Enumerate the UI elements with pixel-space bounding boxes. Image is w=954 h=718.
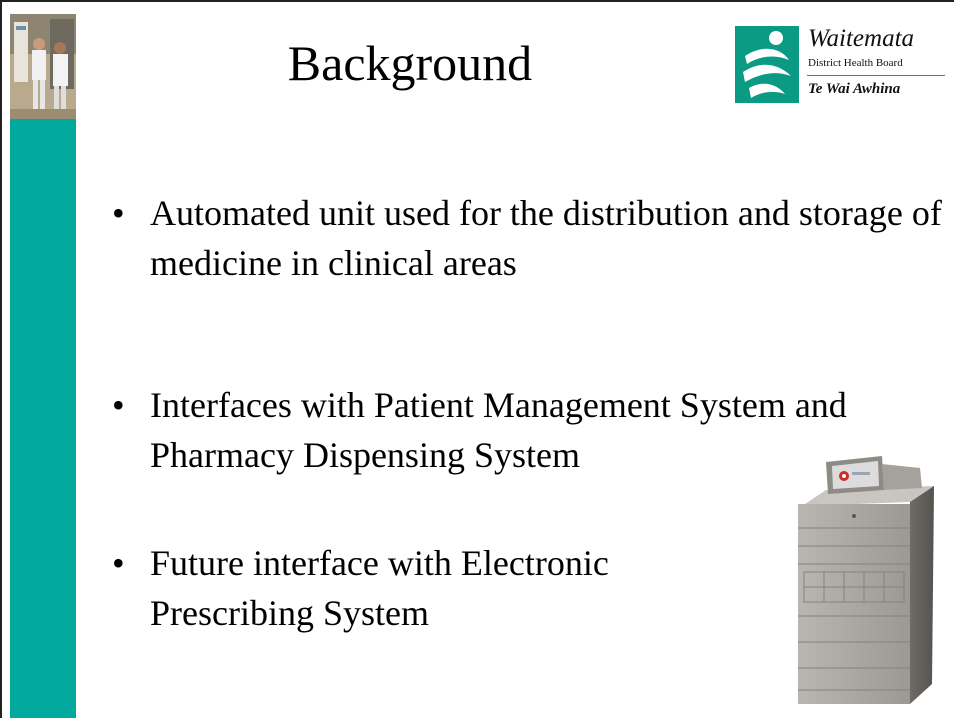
bullet-text: Future interface with Electronic Prescri… bbox=[150, 543, 609, 633]
bullet-marker: • bbox=[112, 543, 125, 583]
bullet-text: Interfaces with Patient Management Syste… bbox=[150, 385, 847, 475]
logo-divider bbox=[807, 75, 945, 76]
bullet-item: • Interfaces with Patient Management Sys… bbox=[112, 380, 954, 480]
accent-sidebar bbox=[10, 119, 76, 718]
slide-border-left bbox=[0, 0, 2, 718]
organization-logo: Waitemata District Health Board Te Wai A… bbox=[735, 25, 945, 105]
bullet-item: • Future interface with Electronic Presc… bbox=[112, 538, 730, 638]
logo-maori-name: Te Wai Awhina bbox=[808, 81, 901, 97]
bullet-text: Automated unit used for the distribution… bbox=[150, 193, 942, 283]
logo-emblem-icon bbox=[735, 26, 799, 103]
logo-subtitle: District Health Board bbox=[808, 57, 903, 69]
staff-photo bbox=[10, 14, 76, 119]
dispensing-cabinet-photo bbox=[782, 446, 942, 708]
bullet-marker: • bbox=[112, 193, 125, 233]
bullet-item: • Automated unit used for the distributi… bbox=[112, 188, 954, 288]
slide-title: Background bbox=[287, 35, 533, 91]
logo-name: Waitemata bbox=[808, 25, 915, 52]
bullet-marker: • bbox=[112, 385, 125, 425]
slide-border-top bbox=[0, 0, 954, 2]
